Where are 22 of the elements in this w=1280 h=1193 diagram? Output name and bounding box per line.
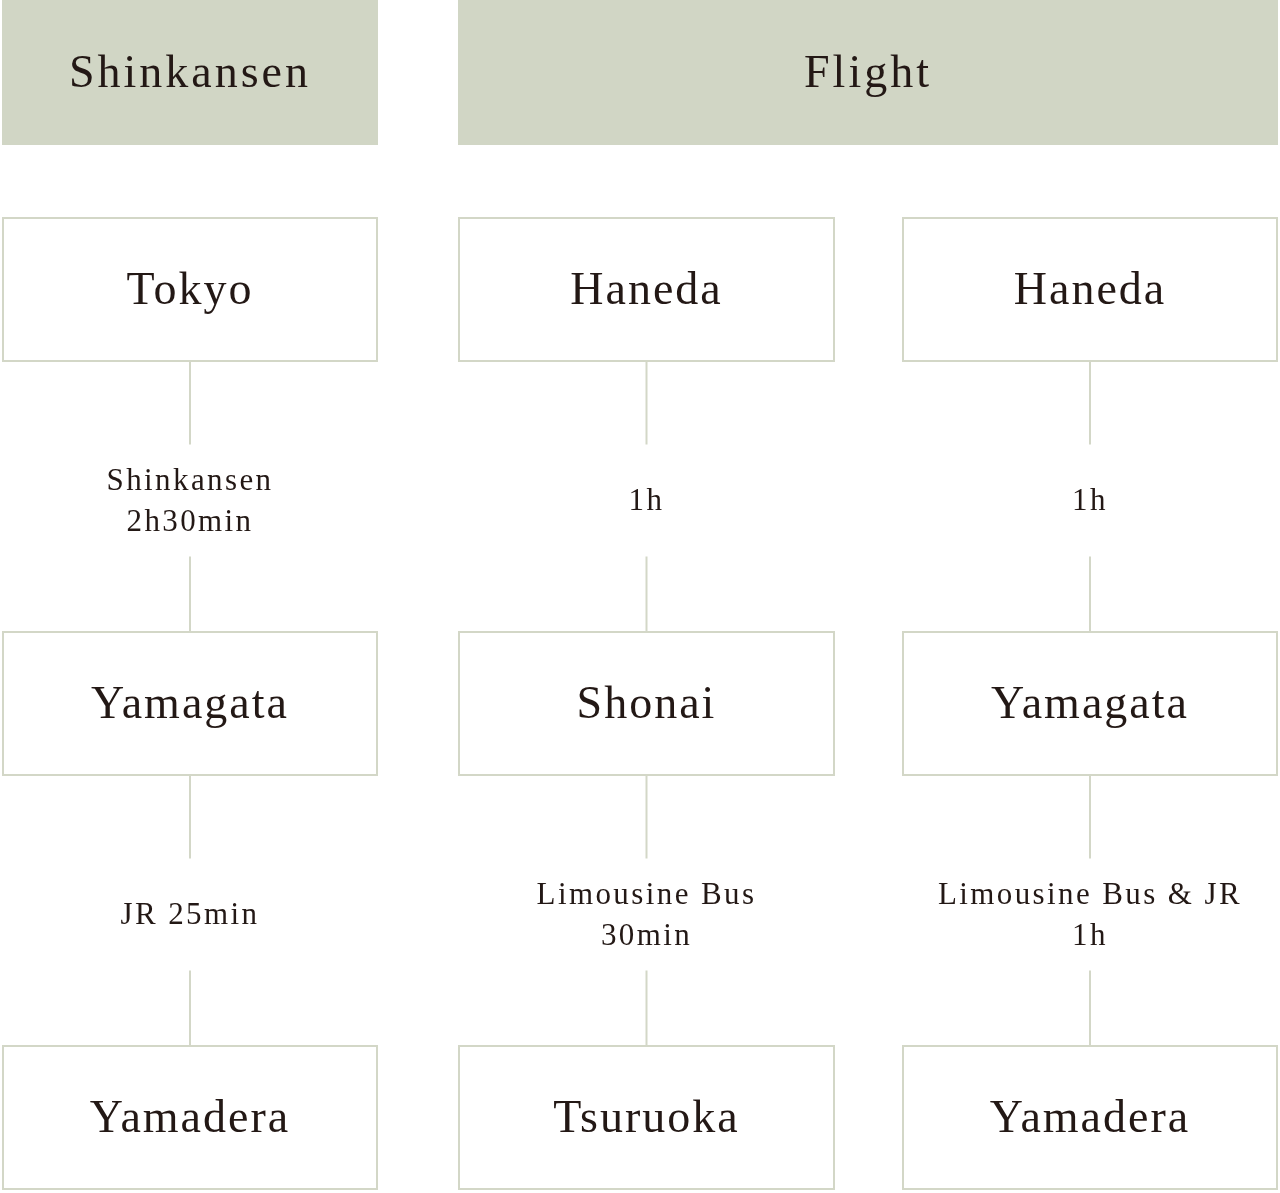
station-label: Yamadera <box>89 1092 291 1143</box>
location-box <box>2 1045 378 1190</box>
location-box <box>2 217 378 362</box>
category-header <box>458 0 1278 145</box>
station-label: Yamadera <box>989 1092 1191 1143</box>
location-box <box>902 631 1278 776</box>
location-box <box>902 1045 1278 1190</box>
header-label: Flight <box>804 47 932 98</box>
location-box <box>902 217 1278 362</box>
station-label: Yamagata <box>991 678 1189 729</box>
station-label: Yamagata <box>91 678 289 729</box>
location-box <box>458 631 835 776</box>
station-label: Tsuruoka <box>553 1092 740 1143</box>
header-label: Shinkansen <box>68 47 312 98</box>
station-label: Haneda <box>1013 264 1167 315</box>
station-label: Haneda <box>570 264 723 315</box>
station-label: Tokyo <box>126 264 254 315</box>
category-header <box>2 0 378 145</box>
location-box <box>458 217 835 362</box>
station-label: Shonai <box>576 678 717 729</box>
location-box <box>458 1045 835 1190</box>
location-box <box>2 631 378 776</box>
